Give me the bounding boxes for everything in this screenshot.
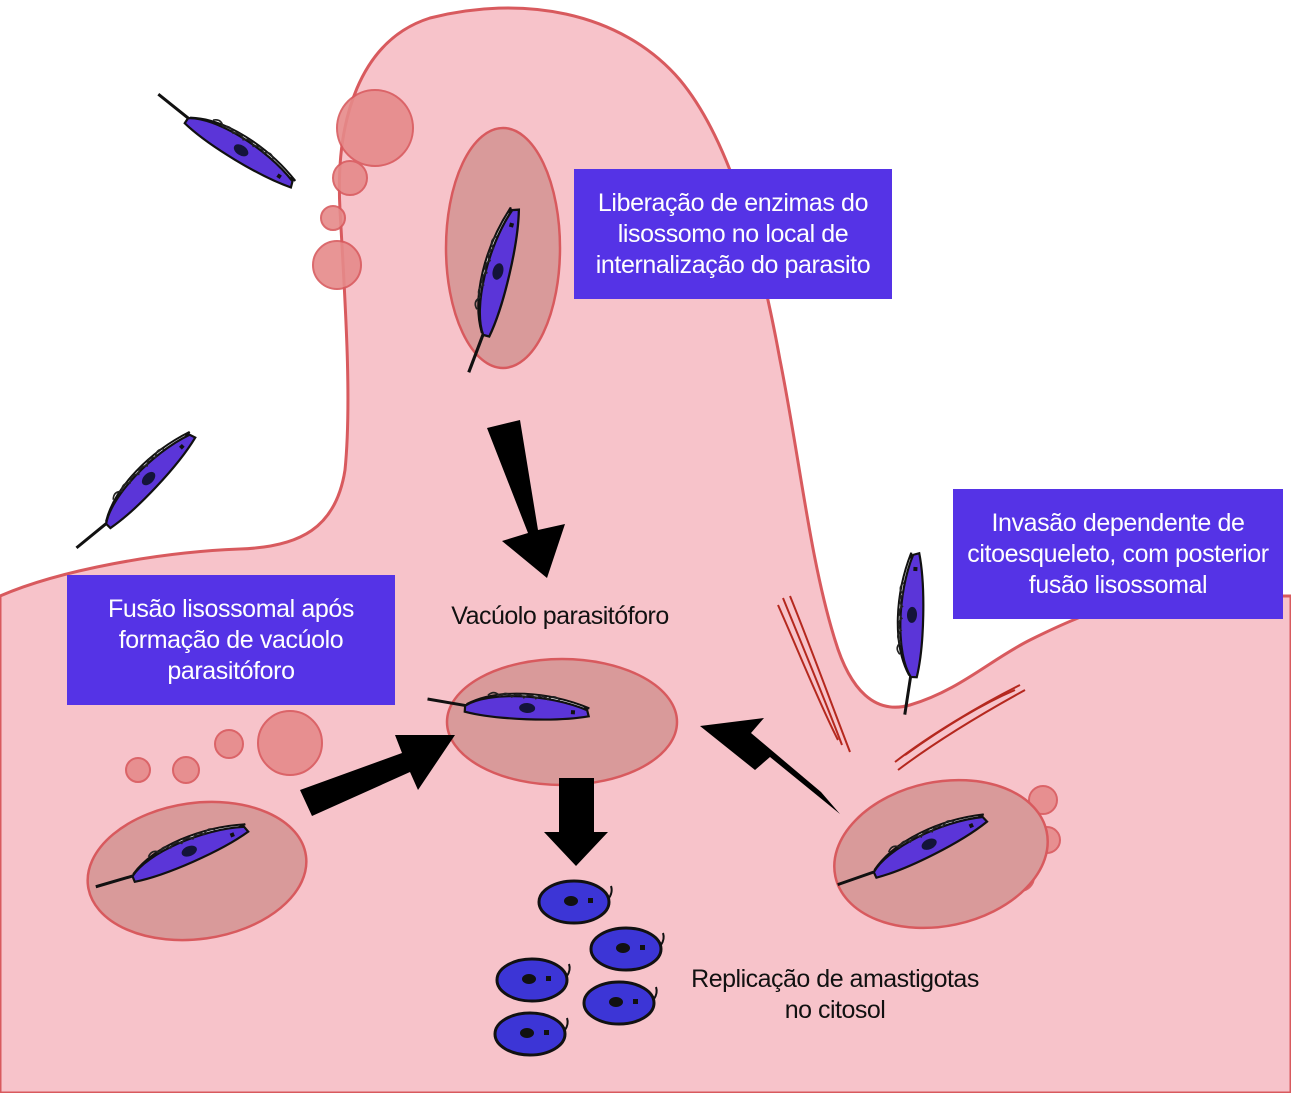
label-line: Liberação de enzimas do — [598, 188, 868, 219]
label-line: fusão lisossomal — [1029, 570, 1207, 601]
label-parasitophorous-vacuole: Vacúolo parasitóforo — [430, 601, 690, 632]
label-line: citoesqueleto, com posterior — [967, 539, 1268, 570]
label-amastigote-replication: Replicação de amastigotas no citosol — [670, 964, 1000, 1026]
label-lysosome-release: Liberação de enzimas do lisossomo no loc… — [574, 169, 892, 299]
label-line: Fusão lisossomal após — [108, 594, 354, 625]
label-line: internalização do parasito — [596, 250, 871, 281]
label-line: lisossomo no local de — [618, 219, 849, 250]
label-line: formação de vacúolo — [119, 625, 343, 656]
label-line: Vacúolo parasitóforo — [430, 601, 690, 632]
label-line: Invasão dependente de — [992, 508, 1245, 539]
label-line: parasitóforo — [167, 656, 294, 687]
label-lysosomal-fusion: Fusão lisossomal após formação de vacúol… — [67, 575, 395, 705]
label-line: no citosol — [670, 995, 1000, 1026]
label-line: Replicação de amastigotas — [670, 964, 1000, 995]
label-cytoskeleton-invasion: Invasão dependente de citoesqueleto, com… — [953, 489, 1283, 619]
